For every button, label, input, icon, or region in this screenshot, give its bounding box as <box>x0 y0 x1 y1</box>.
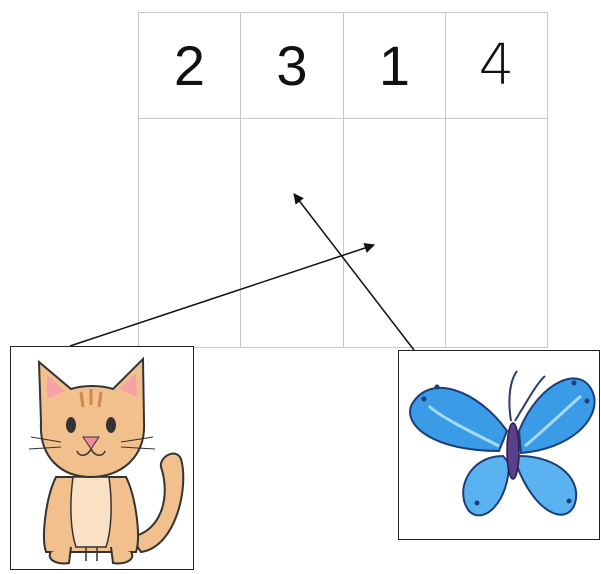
butterfly-arrow <box>294 194 414 350</box>
cat-picture-card[interactable] <box>10 346 194 570</box>
cat-arrow <box>70 245 374 346</box>
butterfly-icon <box>399 351 599 539</box>
cat-icon <box>11 347 193 569</box>
butterfly-picture-card[interactable] <box>398 350 600 540</box>
